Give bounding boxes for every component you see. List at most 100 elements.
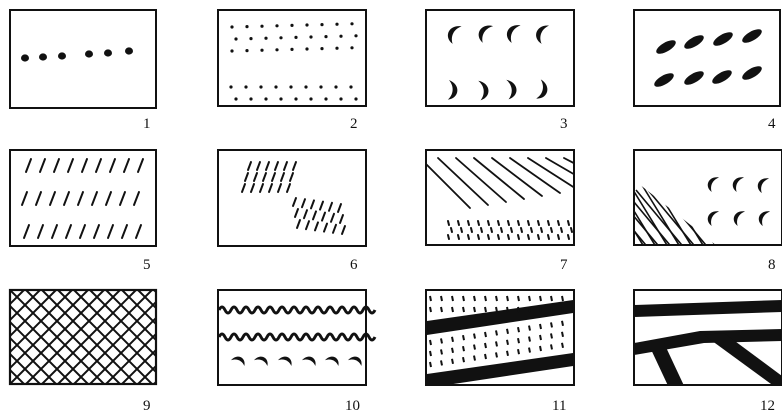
dash xyxy=(463,357,464,362)
diagonal-line xyxy=(564,158,614,184)
panel-8: 8 xyxy=(594,150,782,273)
panel-number: 8 xyxy=(768,257,776,273)
dash xyxy=(92,192,97,205)
panel-3: 3 xyxy=(426,10,574,132)
dash xyxy=(245,173,248,181)
dash xyxy=(324,224,327,232)
crescent xyxy=(302,354,318,368)
panel-frame xyxy=(10,10,156,108)
dash xyxy=(340,215,343,223)
dash xyxy=(507,351,508,356)
dot xyxy=(275,24,278,27)
dash-cluster-pattern xyxy=(242,162,345,234)
dash xyxy=(96,159,101,172)
dot xyxy=(245,25,248,28)
dash xyxy=(272,173,275,181)
panel-number: 3 xyxy=(560,116,568,132)
dash xyxy=(278,184,281,192)
dash xyxy=(507,307,508,312)
dash xyxy=(496,330,497,335)
dash xyxy=(254,173,257,181)
dash xyxy=(260,184,263,192)
dash xyxy=(306,221,309,229)
dash xyxy=(293,162,296,170)
dash xyxy=(430,296,431,301)
dash xyxy=(26,159,31,172)
dot xyxy=(275,48,278,51)
dash xyxy=(281,173,284,181)
dot xyxy=(234,37,237,40)
dash xyxy=(248,162,251,170)
hatch-line xyxy=(154,290,248,384)
panel-number: 5 xyxy=(143,257,151,273)
dash xyxy=(106,192,111,205)
dash xyxy=(540,296,541,301)
crescent xyxy=(325,354,341,368)
dash xyxy=(266,162,269,170)
wavy-line xyxy=(219,334,375,340)
oval-dash xyxy=(740,27,764,46)
dash xyxy=(108,225,113,238)
oval-dash xyxy=(654,38,678,57)
band-and-dash-pattern xyxy=(420,296,580,389)
dash xyxy=(463,346,464,351)
crosshatch-corner-pattern xyxy=(594,150,782,250)
crescent xyxy=(504,22,520,44)
dash xyxy=(511,228,512,232)
dash xyxy=(498,235,499,239)
dash xyxy=(551,296,552,301)
dash xyxy=(329,203,332,211)
dot xyxy=(354,97,357,100)
dash xyxy=(540,324,541,329)
panel-2: 2 xyxy=(218,10,366,132)
dash xyxy=(491,228,492,232)
dash xyxy=(452,348,453,353)
dot xyxy=(335,47,338,50)
dot xyxy=(324,97,327,100)
crescent xyxy=(534,23,549,45)
dash xyxy=(263,173,266,181)
dash xyxy=(568,221,569,225)
panel-number: 1 xyxy=(143,116,151,132)
dash xyxy=(441,307,442,312)
dash xyxy=(540,346,541,351)
dash xyxy=(40,159,45,172)
dash xyxy=(452,359,453,364)
thick-bar xyxy=(648,343,686,390)
dot xyxy=(259,85,262,88)
dash xyxy=(529,326,530,331)
panel-number: 6 xyxy=(350,257,358,273)
panel-7: 7 xyxy=(420,150,614,273)
dash xyxy=(54,159,59,172)
dot xyxy=(85,50,93,57)
dash xyxy=(463,296,464,301)
dot xyxy=(249,97,252,100)
dash xyxy=(571,228,572,232)
hatch-line xyxy=(0,290,8,384)
dash xyxy=(315,222,318,230)
dash xyxy=(498,221,499,225)
dash xyxy=(488,235,489,239)
dash xyxy=(297,220,300,228)
dash xyxy=(430,362,431,367)
panel-4: 4 xyxy=(634,10,780,132)
dash xyxy=(540,307,541,312)
dash xyxy=(251,184,254,192)
dot xyxy=(289,85,292,88)
dash xyxy=(496,352,497,357)
dash xyxy=(518,338,519,343)
dash xyxy=(528,235,529,239)
panel-number: 10 xyxy=(345,398,360,414)
dash xyxy=(136,225,141,238)
thick-bar-pattern xyxy=(634,300,782,392)
crescent xyxy=(278,354,294,368)
panel-number: 11 xyxy=(552,398,566,414)
hatch-line xyxy=(0,290,56,384)
dash xyxy=(507,340,508,345)
dash xyxy=(551,307,552,312)
dot xyxy=(21,54,29,61)
thick-band xyxy=(420,352,580,389)
dash xyxy=(474,334,475,339)
dash xyxy=(558,221,559,225)
dot xyxy=(294,97,297,100)
